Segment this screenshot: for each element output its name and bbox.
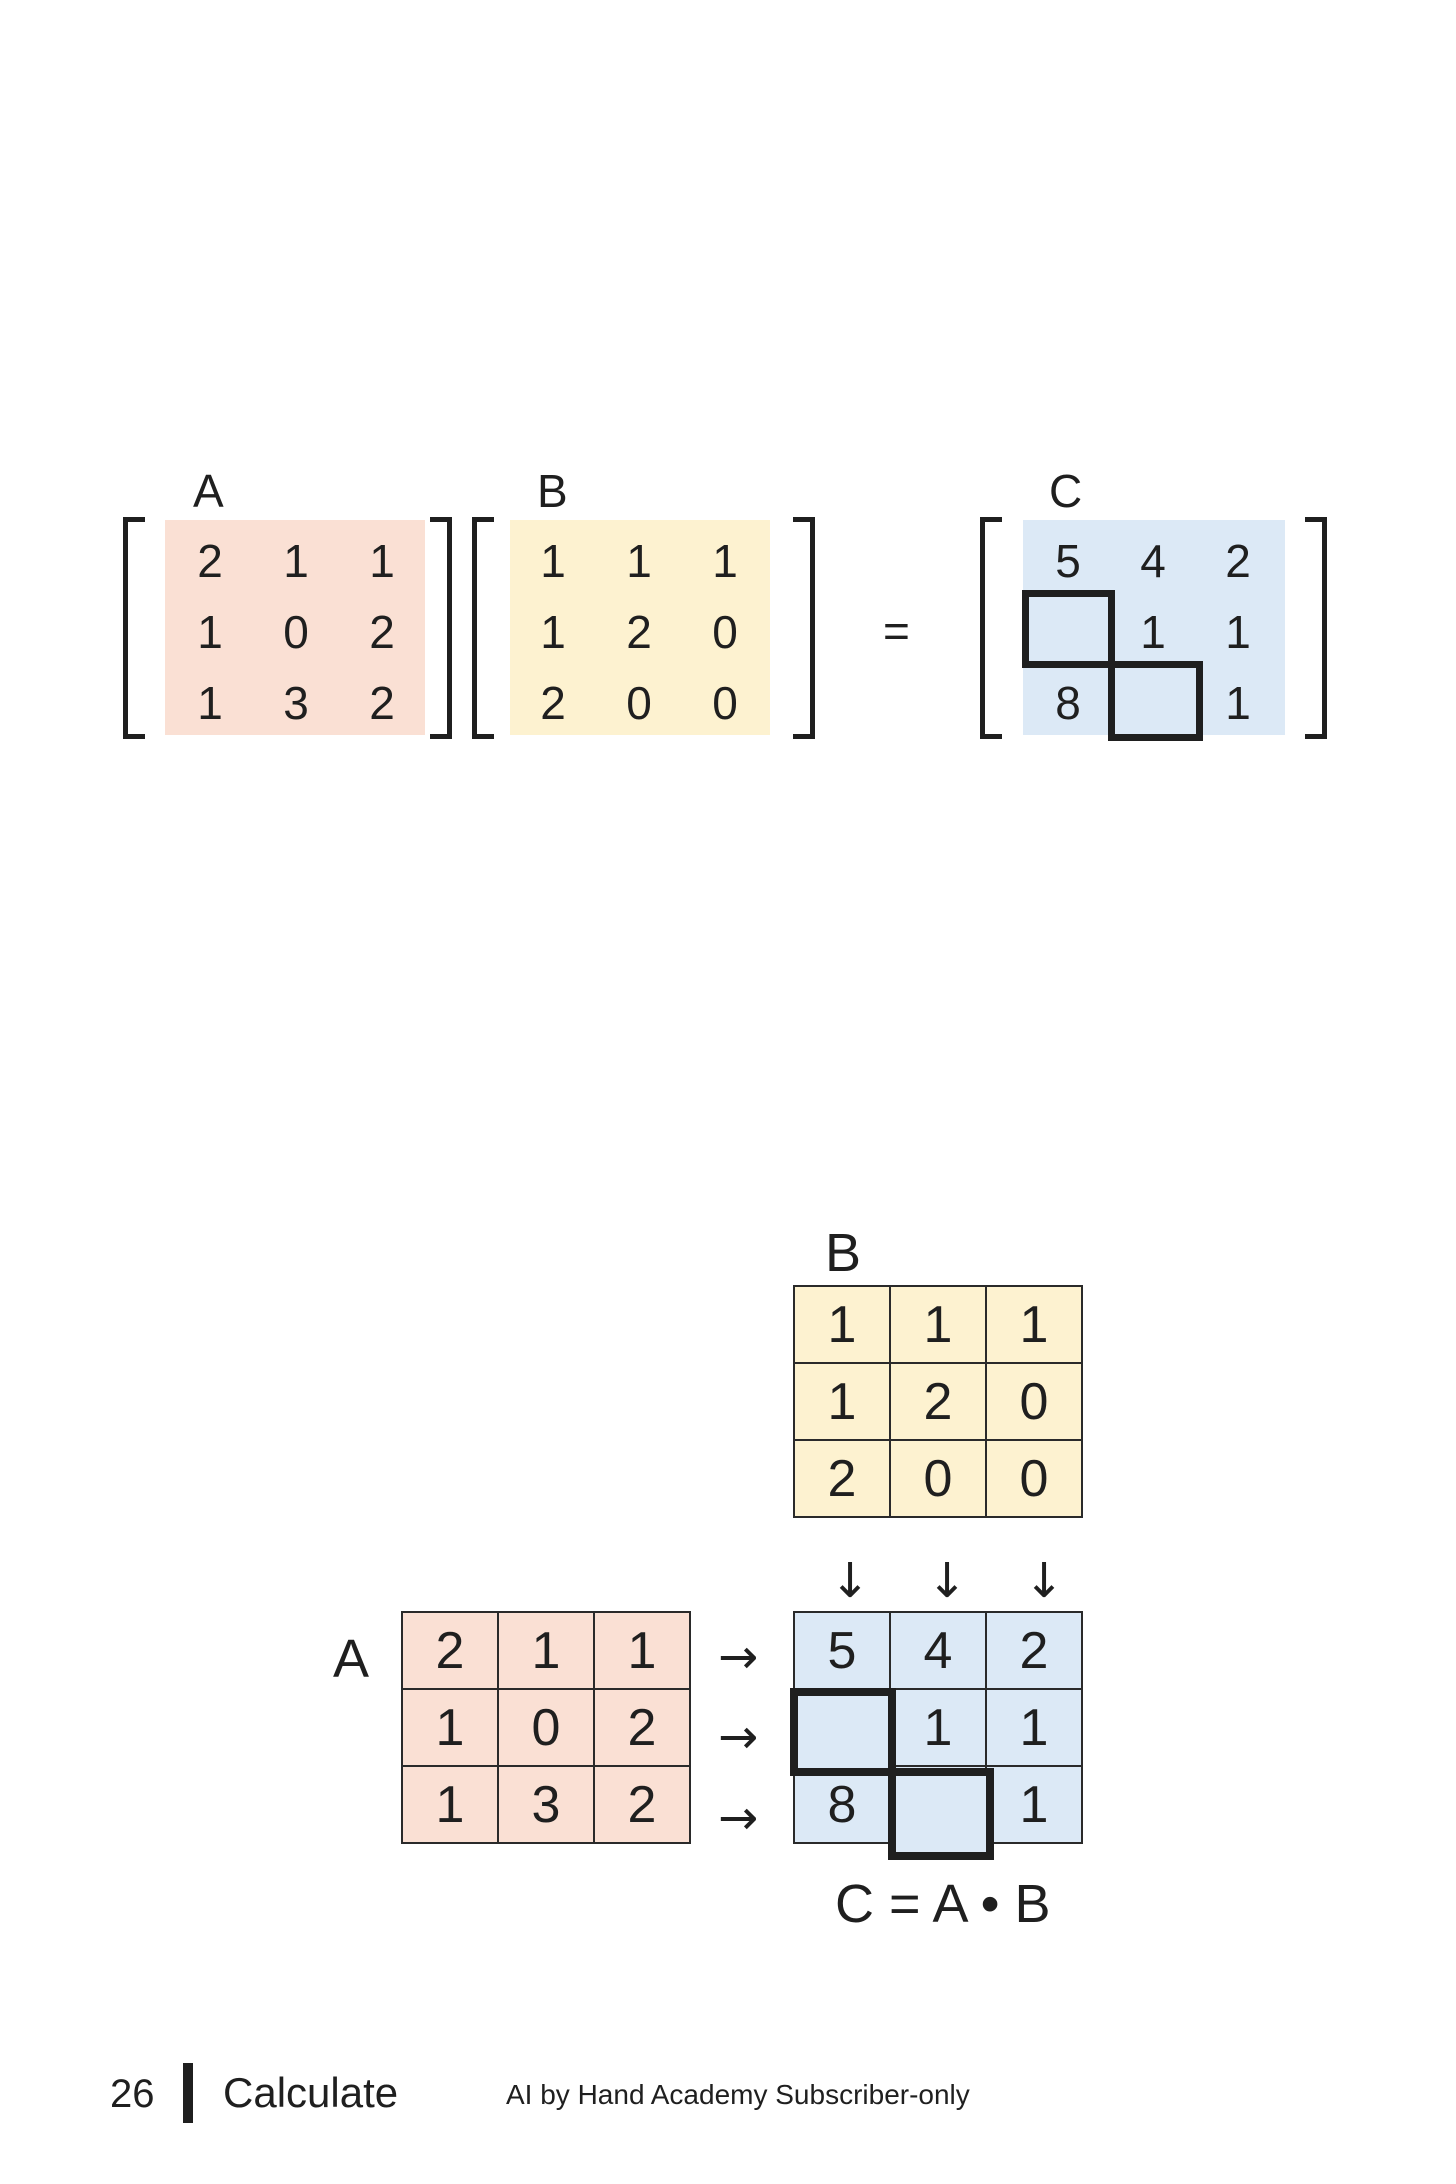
matrix-b-cell-2-3: 0 xyxy=(712,606,738,658)
matrix-a-cell-2-1: 1 xyxy=(197,606,223,658)
diagram-a-cell-2-1: 1 xyxy=(401,1688,499,1767)
matrix-c-right-bracket xyxy=(1305,517,1327,739)
subscriber-note: AI by Hand Academy Subscriber-only xyxy=(506,2079,970,2110)
section-title: Calculate xyxy=(223,2069,399,2116)
matrix-b-cell-3-1: 2 xyxy=(540,677,566,729)
matrix-a-cell-1-1: 2 xyxy=(197,535,223,587)
down-arrow-col-3: ↓ xyxy=(1024,1553,1065,1609)
matrix-a-cell-2-2: 0 xyxy=(283,606,309,658)
matrix-c-cell-2-2: 1 xyxy=(1140,606,1166,658)
diagram-c-cell-3-1: 8 xyxy=(793,1765,891,1844)
matrix-a-cell-3-2: 3 xyxy=(283,677,309,729)
diagram-b-cell-2-3: 0 xyxy=(985,1362,1083,1441)
matrix-c-left-bracket xyxy=(980,517,1002,739)
matrix-a-cell-3-1: 1 xyxy=(197,677,223,729)
matrix-b-fill xyxy=(510,520,770,735)
matrix-c-cell-3-2 xyxy=(1123,673,1183,733)
matrix-a-cell-2-3: 2 xyxy=(369,606,395,658)
diagram-b-cell-2-1: 1 xyxy=(793,1362,891,1441)
matrix-b-cell-2-2: 2 xyxy=(626,606,652,658)
diagram-a-cell-1-3: 1 xyxy=(593,1611,691,1690)
matrix-c-blank-cell-3-2[interactable] xyxy=(1108,661,1203,741)
diagram-a-cell-1-1: 2 xyxy=(401,1611,499,1690)
equation-c-label: C xyxy=(1049,465,1083,517)
matrix-b-left-bracket xyxy=(472,517,494,739)
diagram-b-cell-3-1: 2 xyxy=(793,1439,891,1518)
right-arrow-row-2: → xyxy=(718,1709,759,1765)
matrix-c-cell-1-2: 4 xyxy=(1140,535,1166,587)
equation-b-label: B xyxy=(537,465,568,517)
matrix-b-cell-3-2: 0 xyxy=(626,677,652,729)
right-arrow-row-1: → xyxy=(718,1629,759,1685)
matrix-a-cell-3-3: 2 xyxy=(369,677,395,729)
diagram-a-cell-3-1: 1 xyxy=(401,1765,499,1844)
equals-sign: = xyxy=(883,605,910,657)
matrix-a-cell-1-3: 1 xyxy=(369,535,395,587)
diagram-a-cell-3-2: 3 xyxy=(497,1765,595,1844)
diagram-b-cell-3-2: 0 xyxy=(889,1439,987,1518)
matrix-c-cell-2-3: 1 xyxy=(1225,606,1251,658)
matrix-c-blank-cell-2-1[interactable] xyxy=(1022,590,1115,668)
equation-a-label: A xyxy=(193,465,224,517)
diagram-b-cell-3-3: 0 xyxy=(985,1439,1083,1518)
diagram-a-cell-2-2: 0 xyxy=(497,1688,595,1767)
matrix-c-cell-1-1: 5 xyxy=(1055,535,1081,587)
matrix-a-right-bracket xyxy=(430,517,452,739)
diagram-c-cell-2-2: 1 xyxy=(889,1688,987,1767)
diagram-c-cell-2-3: 1 xyxy=(985,1688,1083,1767)
matrix-c-cell-3-1: 8 xyxy=(1055,677,1081,729)
down-arrow-col-1: ↓ xyxy=(830,1553,871,1609)
matrix-c-cell-1-3: 2 xyxy=(1225,535,1251,587)
matrix-c-cell-2-1 xyxy=(1038,602,1098,662)
diagram-c-cell-3-3: 1 xyxy=(985,1765,1083,1844)
matrix-b-cell-3-3: 0 xyxy=(712,677,738,729)
diagram-a-label: A xyxy=(333,1629,370,1689)
page-number: 26 xyxy=(110,2072,155,2116)
matrix-c-cell-3-3: 1 xyxy=(1225,677,1251,729)
diagram-c-cell-1-3: 2 xyxy=(985,1611,1083,1690)
matrix-b-cell-1-3: 1 xyxy=(712,535,738,587)
matrix-a-cell-1-2: 1 xyxy=(283,535,309,587)
diagram-b-cell-1-1: 1 xyxy=(793,1285,891,1364)
diagram-a-cell-3-3: 2 xyxy=(593,1765,691,1844)
diagram-c-cell-1-2: 4 xyxy=(889,1611,987,1690)
matrix-b-cell-1-2: 1 xyxy=(626,535,652,587)
right-arrow-row-3: → xyxy=(718,1790,759,1846)
footer-divider-bar xyxy=(183,2063,193,2123)
diagram-b-cell-2-2: 2 xyxy=(889,1362,987,1441)
diagram-b-label: B xyxy=(825,1223,862,1283)
diagram-c-cell-1-1: 5 xyxy=(793,1611,891,1690)
matrix-b-cell-1-1: 1 xyxy=(540,535,566,587)
diagram-c-blank-cell-3-2[interactable] xyxy=(888,1768,994,1860)
diagram-caption: C = A • B xyxy=(835,1874,1051,1934)
diagram-c-blank-cell-2-1[interactable] xyxy=(790,1688,896,1776)
down-arrow-col-2: ↓ xyxy=(927,1553,968,1609)
matrix-a-left-bracket xyxy=(123,517,145,739)
matrix-b-cell-2-1: 1 xyxy=(540,606,566,658)
diagram-b-cell-1-2: 1 xyxy=(889,1285,987,1364)
diagram-b-cell-1-3: 1 xyxy=(985,1285,1083,1364)
matrix-a-fill xyxy=(165,520,425,735)
diagram-a-cell-2-3: 2 xyxy=(593,1688,691,1767)
diagram-a-cell-1-2: 1 xyxy=(497,1611,595,1690)
matrix-b-right-bracket xyxy=(793,517,815,739)
